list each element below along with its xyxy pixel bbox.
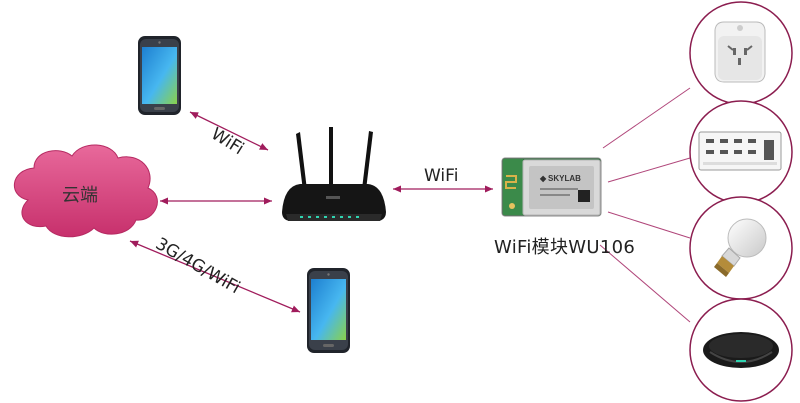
smartphone-icon (138, 36, 181, 115)
device-links (599, 87, 691, 323)
svg-text:◆: ◆ (539, 174, 547, 183)
ir-remote-hub-icon (703, 332, 779, 368)
device-circle-bulb (689, 196, 793, 300)
smartphone-icon (307, 268, 350, 353)
module-chip-brand: SKYLAB (548, 174, 581, 183)
module-name-label: WiFi模块WU106 (494, 237, 636, 258)
router-icon (282, 127, 386, 221)
device-circle-remote (689, 298, 793, 402)
switch-panel-icon (698, 131, 782, 171)
device-circle-plug (689, 1, 793, 105)
link-cloud-phone (129, 240, 301, 313)
link-label-router-module: WiFi (424, 166, 459, 186)
light-bulb-icon (714, 218, 767, 277)
smart-plug-icon (714, 21, 766, 83)
device-circle-switch (689, 100, 793, 204)
cloud-icon (13, 144, 158, 238)
wifi-module-icon: ◆ SKYLAB (501, 157, 602, 217)
link-phone-router (189, 111, 269, 151)
cloud-label: 云端 (62, 185, 98, 206)
